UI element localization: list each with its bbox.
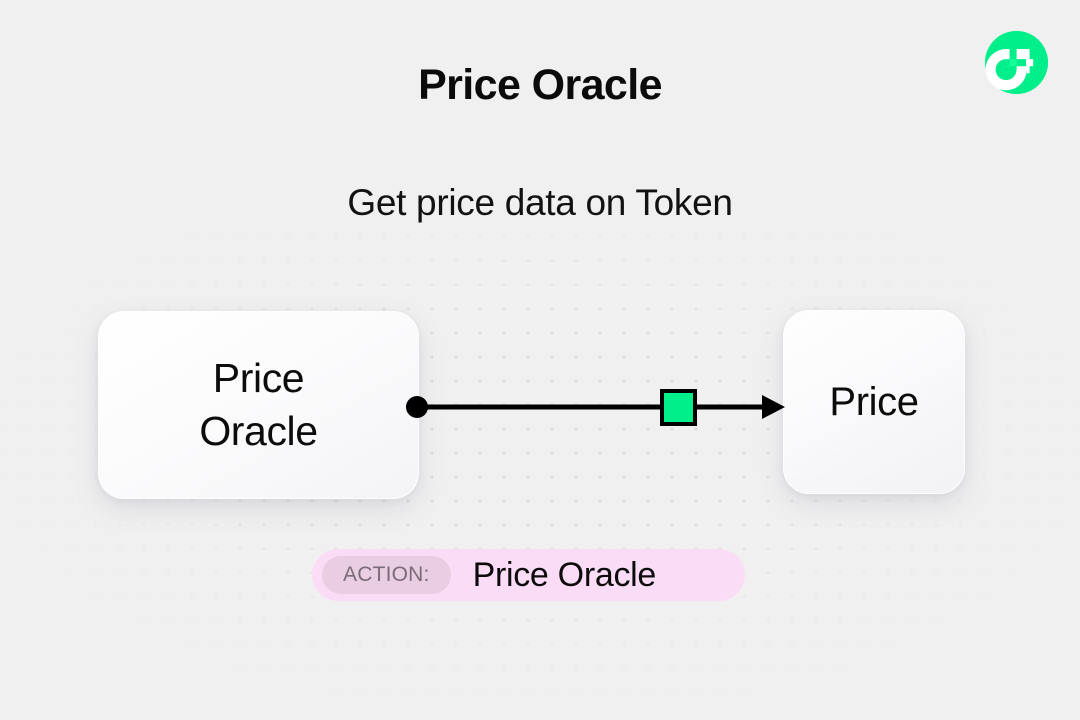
flow-logo-icon bbox=[985, 31, 1048, 94]
target-node-card[interactable]: Price bbox=[783, 310, 965, 494]
action-chip-label: ACTION: bbox=[343, 563, 430, 586]
target-node-label: Price bbox=[829, 380, 919, 424]
connector-edge bbox=[406, 389, 785, 426]
action-badge[interactable]: ACTION: Price Oracle bbox=[312, 549, 745, 601]
connector-marker-square bbox=[660, 389, 697, 426]
action-chip: ACTION: bbox=[322, 556, 451, 594]
connector-arrowhead bbox=[762, 395, 785, 419]
page-subtitle: Get price data on Token bbox=[347, 182, 733, 223]
action-value: Price Oracle bbox=[472, 555, 657, 594]
source-node-card[interactable]: Price Oracle bbox=[98, 311, 419, 499]
page-title: Price Oracle bbox=[418, 61, 662, 109]
source-node-label: Price Oracle bbox=[199, 354, 318, 454]
